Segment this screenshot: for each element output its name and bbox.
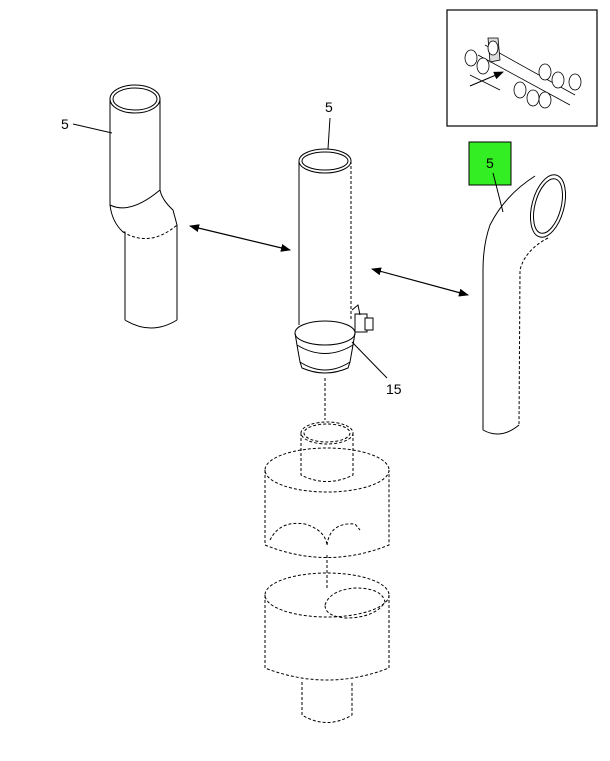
highlight-box [468,141,512,186]
locator-inset [446,9,598,127]
locator-arrow [469,71,504,87]
chassis-icon [464,37,582,109]
right-arrow [371,267,469,297]
left-offset-pipe [109,84,178,329]
center-straight-pipe [298,148,352,325]
center-pipe-callout: 5 [325,99,333,115]
left-pipe-callout: 5 [61,116,69,132]
right-pipe-callout: 5 [486,155,494,171]
clamp-callout: 15 [386,381,402,397]
exhaust-clamp [294,304,374,374]
right-curved-pipe [482,174,567,435]
left-arrow [189,224,291,252]
muffler-assembly [264,421,390,723]
